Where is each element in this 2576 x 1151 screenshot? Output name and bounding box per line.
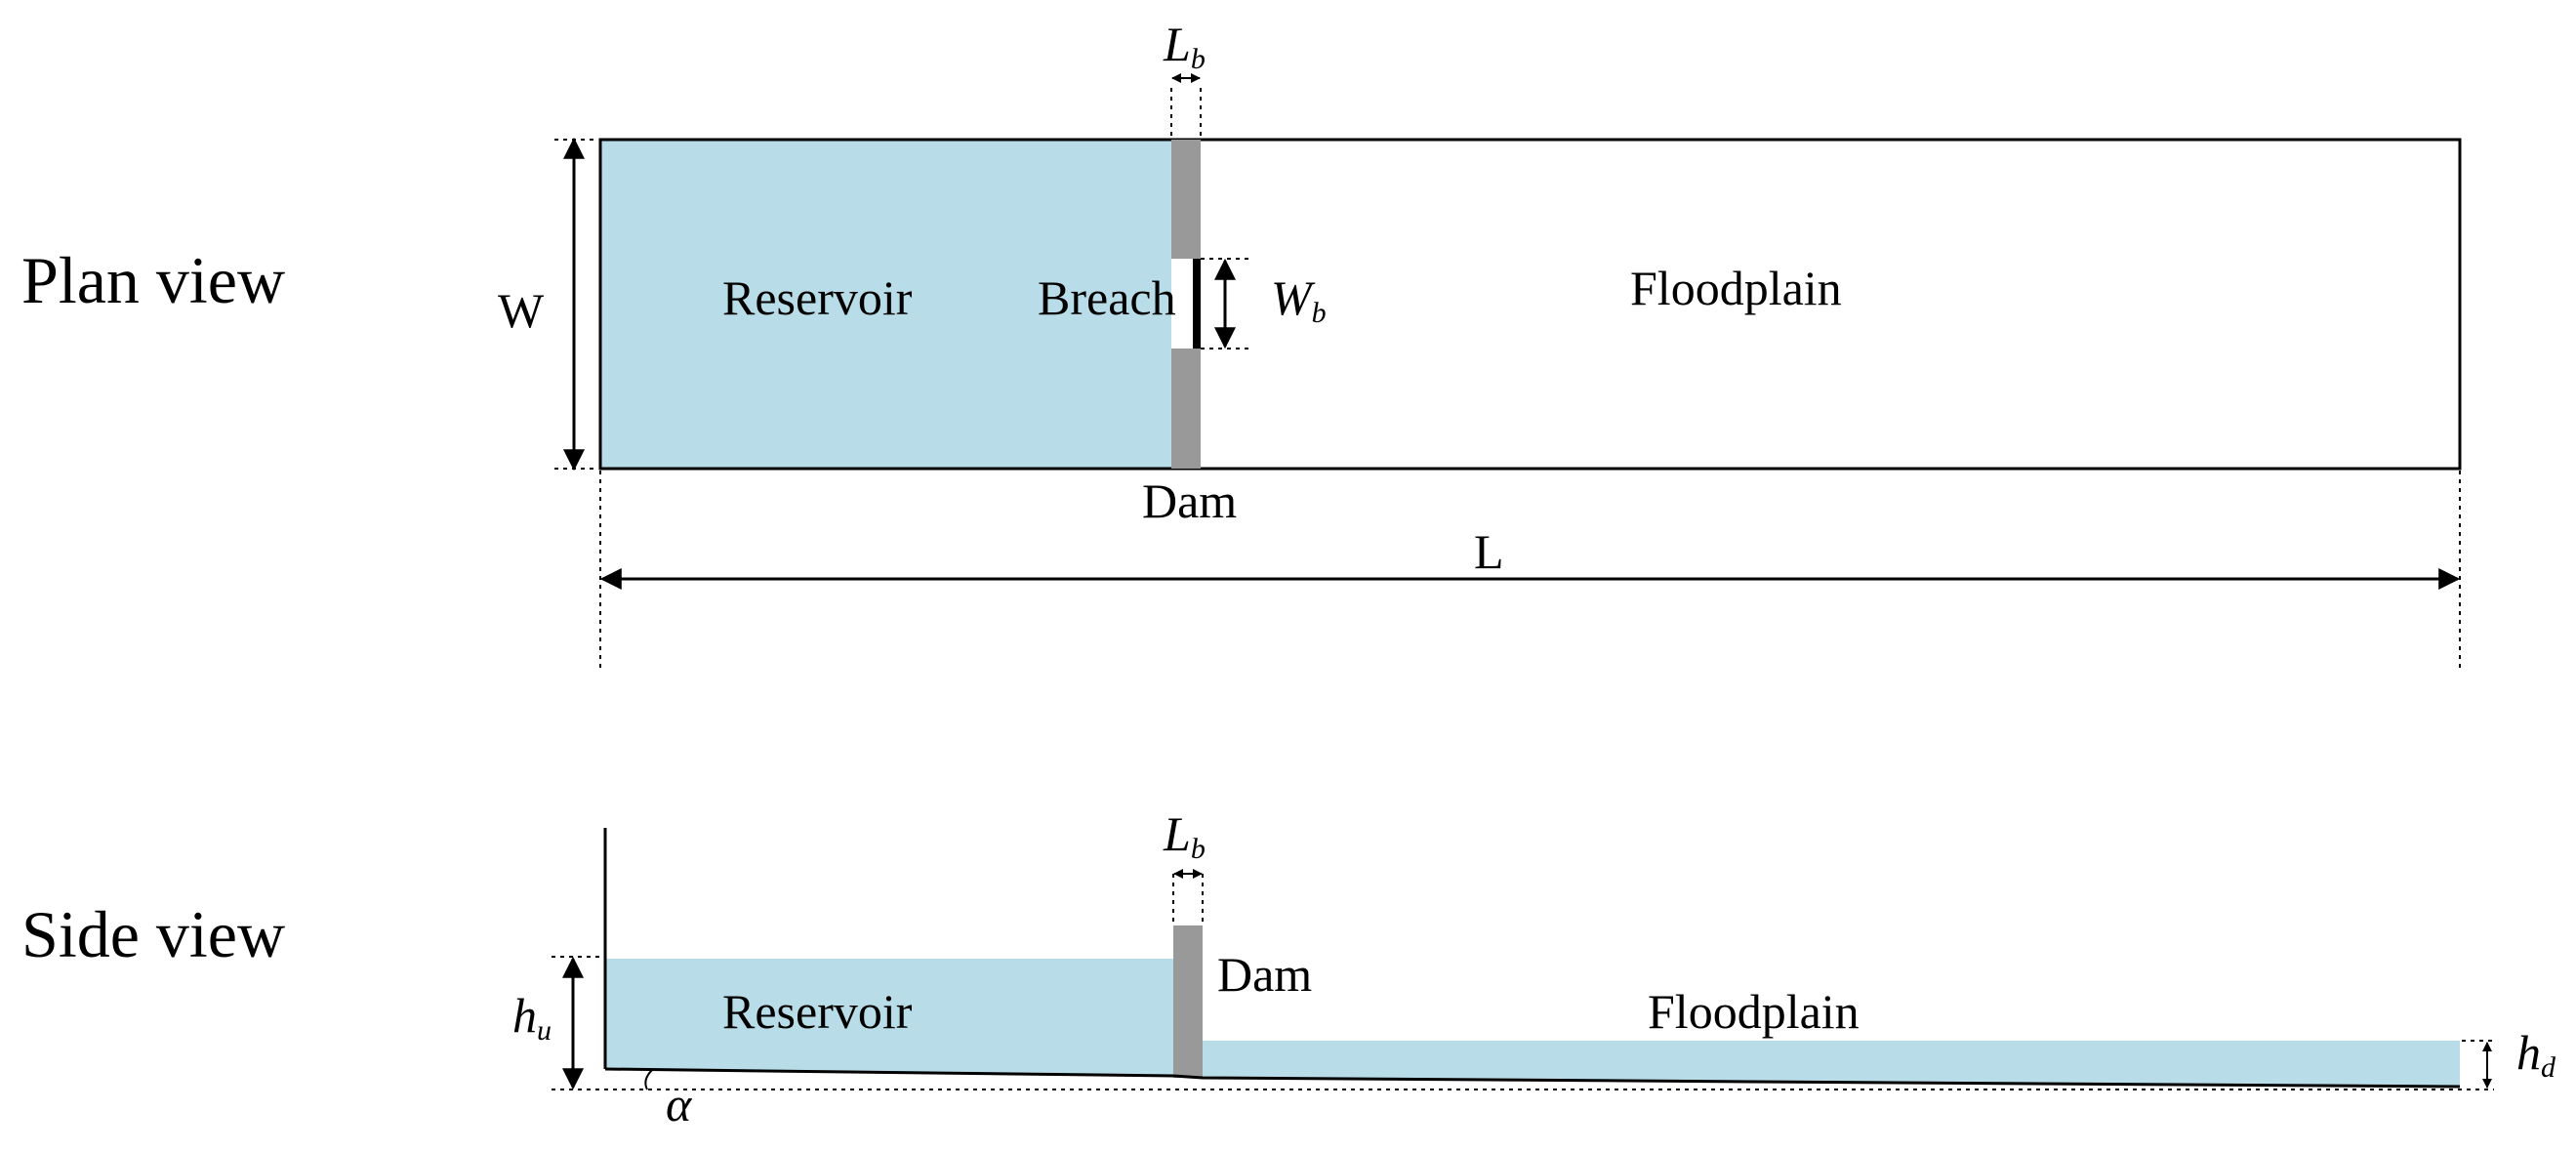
side-reservoir-label: Reservoir [722,984,913,1039]
side-upstream-depth-label: hu [512,988,552,1047]
plan-reservoir-area [600,140,1171,469]
side-view: Side view hu hd Lb α Reserv [21,806,2556,1131]
side-reservoir-water [605,959,1173,1076]
plan-breach-width-label: Wb [1271,270,1327,329]
side-floodplain-water [1201,1041,2460,1087]
plan-length-label: L [1474,524,1504,579]
plan-floodplain-label: Floodplain [1630,261,1842,315]
side-bed-line [604,1067,2461,1089]
plan-dam-upper [1171,140,1201,259]
side-slope-angle-arc [644,1069,653,1090]
plan-breach-length-label: Lb [1163,17,1206,75]
plan-view-title: Plan view [21,243,285,317]
side-floodplain-label: Floodplain [1648,984,1860,1039]
plan-dam-lower [1171,349,1201,469]
side-dam-label: Dam [1217,947,1312,1002]
plan-view: Plan view W L Lb Wb [21,17,2462,669]
plan-breach-label: Breach [1038,270,1176,325]
plan-dam-label: Dam [1142,473,1237,528]
side-guide-lines [552,874,2494,1090]
plan-reservoir-label: Reservoir [722,270,913,325]
side-downstream-depth-label: hd [2516,1025,2556,1084]
plan-domain-outline [598,138,2462,471]
side-view-title: Side view [21,897,285,971]
side-dam [1173,925,1203,1078]
side-slope-angle-label: α [666,1077,693,1131]
side-breach-length-label: Lb [1163,806,1206,865]
plan-width-label: W [498,283,545,338]
